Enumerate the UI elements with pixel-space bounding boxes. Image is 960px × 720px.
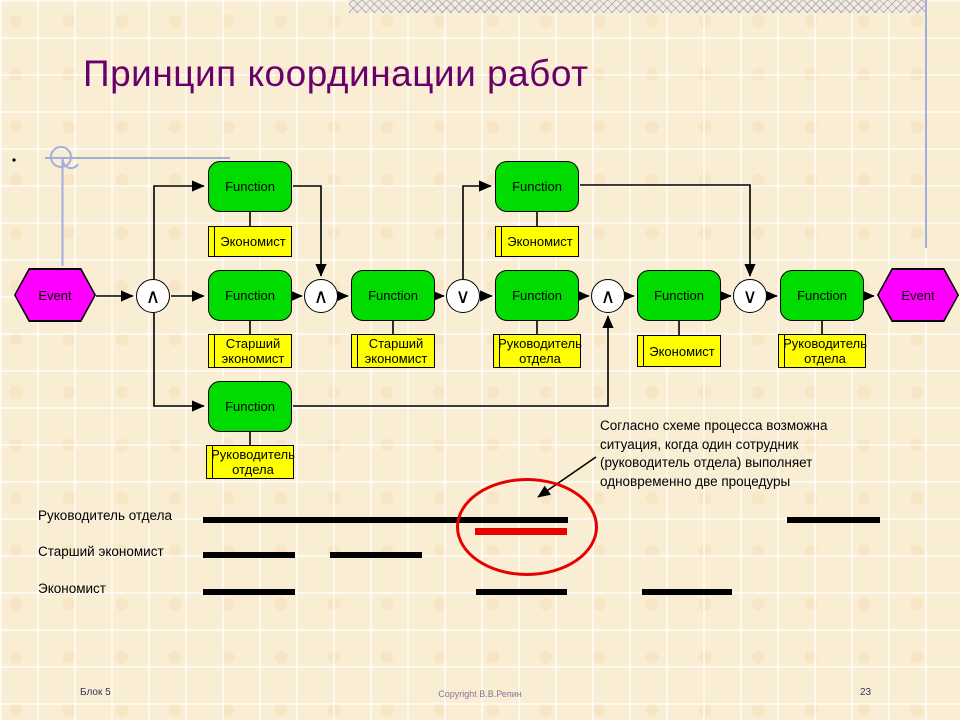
and-connector-icon[interactable]: ∧ xyxy=(591,279,625,313)
gantt-bar xyxy=(330,552,422,558)
role-economist[interactable]: Экономист xyxy=(495,226,579,257)
role-economist[interactable]: Экономист xyxy=(637,335,721,367)
page-number: 23 xyxy=(860,687,872,698)
role-senior-economist[interactable]: Старший экономист xyxy=(208,334,292,368)
or-connector-icon[interactable]: ∨ xyxy=(446,279,480,313)
and-connector-icon[interactable]: ∧ xyxy=(304,279,338,313)
gantt-bar xyxy=(642,589,732,595)
function-main-1[interactable]: Function xyxy=(208,270,292,321)
footer-copyright: Copyright В.В.Репин xyxy=(438,689,522,699)
highlight-ellipse xyxy=(456,478,598,576)
function-main-5[interactable]: Function xyxy=(780,270,864,321)
event-start[interactable]: Event xyxy=(14,268,96,322)
or-connector-icon[interactable]: ∨ xyxy=(733,279,767,313)
event-start-label: Event xyxy=(15,269,95,321)
gantt-row-label: Руководитель отдела xyxy=(38,508,172,523)
role-department-head[interactable]: Руководитель отдела xyxy=(206,445,295,479)
gantt-bar xyxy=(787,517,880,523)
function-main-2[interactable]: Function xyxy=(351,270,435,321)
gantt-bar xyxy=(203,589,295,595)
gantt-bar xyxy=(203,517,568,523)
stray-dot xyxy=(12,158,16,162)
gantt-row-label: Экономист xyxy=(38,581,106,596)
gantt-row-label: Старший экономист xyxy=(38,544,164,559)
gantt-bar xyxy=(203,552,295,558)
gantt-bar xyxy=(476,589,567,595)
function-bottom[interactable]: Function xyxy=(208,381,292,432)
event-end[interactable]: Event xyxy=(877,268,959,322)
footer-block-label: Блок 5 xyxy=(80,687,111,698)
role-economist[interactable]: Экономист xyxy=(208,226,292,257)
role-department-head[interactable]: Руководитель отдела xyxy=(493,334,582,368)
annotation-text: Согласно схеме процесса возможна ситуаци… xyxy=(600,418,828,489)
role-senior-economist[interactable]: Старший экономист xyxy=(351,334,435,368)
function-top-1[interactable]: Function xyxy=(208,161,292,212)
decorative-blue-lines xyxy=(45,0,927,266)
function-main-4[interactable]: Function xyxy=(637,270,721,321)
decorative-hatch-band xyxy=(349,0,926,13)
function-top-2[interactable]: Function xyxy=(495,161,579,212)
function-main-3[interactable]: Function xyxy=(495,270,579,321)
event-end-label: Event xyxy=(878,269,958,321)
and-connector-icon[interactable]: ∧ xyxy=(136,279,170,313)
slide-title: Принцип координации работ xyxy=(83,53,589,94)
role-department-head[interactable]: Руководитель отдела xyxy=(778,334,867,368)
